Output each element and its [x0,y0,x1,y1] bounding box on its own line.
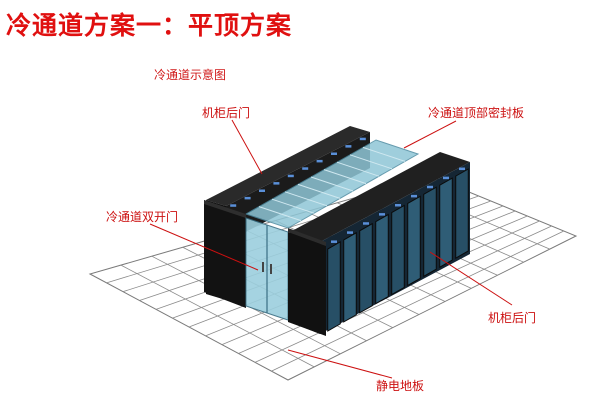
leader-rack-rear-bottom [429,251,513,306]
rack-top-marker [302,167,309,170]
rack-top-marker [230,204,237,207]
leader-floor [287,349,393,379]
front-left-cabinet [204,200,246,308]
front-right-cabinet [288,228,326,336]
roof-rib [284,191,328,207]
aisle-roof-seal-panel [244,139,420,229]
callout-rack-rear-door-bottom: 机柜后门 [488,311,537,325]
roof-rib [362,146,406,162]
callout-leader-lines [149,119,513,379]
diagram-subtitle: 冷通道示意图 [154,68,227,82]
roof-rib [297,183,341,199]
callout-rack-rear-door-top: 机柜后门 [202,106,251,120]
roof-rib [323,169,367,185]
floor-grid-line [271,230,565,372]
rack-door-panel [327,241,341,332]
rack-top-marker [379,213,385,216]
leader-roof-seal [403,120,457,149]
floor-grid-line [254,225,552,363]
rack-top-marker [331,152,337,155]
rack-door-panel [375,213,389,305]
rack-top-marker [347,231,353,234]
rack-door-panel [343,231,357,323]
callout-raised-floor: 静电地板 [376,379,425,393]
rack-top-marker [273,182,280,185]
floor-grid-line [120,264,315,368]
rack-top-marker [395,204,401,207]
rack-top-marker [363,222,369,225]
rack-top-marker [331,240,337,243]
rack-top-marker [345,145,352,148]
rack-door-panel [455,168,469,259]
rack-top-marker [244,196,251,200]
rack-door-panel [439,177,453,269]
rack-top-marker [411,194,417,198]
roof-rib [349,154,393,170]
aisle-double-door [245,217,289,321]
rack-door-panel [407,195,421,287]
rack-top-marker [427,185,433,189]
rack-top-marker [459,167,465,171]
rack-top-stripe [230,137,465,243]
rack-top-marker [359,137,366,141]
rack-door-panel [391,204,405,296]
rack-top-marker [443,176,449,180]
rack-door-panel [359,222,373,314]
rack-top-marker [316,159,323,163]
rack-rear-doors [327,168,469,332]
roof-rib [310,176,354,192]
rack-door-panel [423,186,437,278]
rack-top-marker [287,174,294,178]
page-title: 冷通道方案一：平顶方案 [6,11,293,40]
callout-double-door: 冷通道双开门 [106,210,179,224]
roof-rib [258,206,302,222]
rack-top-marker [259,189,265,192]
roof-rib [271,198,315,214]
leader-double-door [149,223,259,271]
roof-rib [336,161,380,177]
callout-roof-seal-panel: 冷通道顶部密封板 [428,106,525,120]
leader-rack-rear-top [231,119,263,175]
